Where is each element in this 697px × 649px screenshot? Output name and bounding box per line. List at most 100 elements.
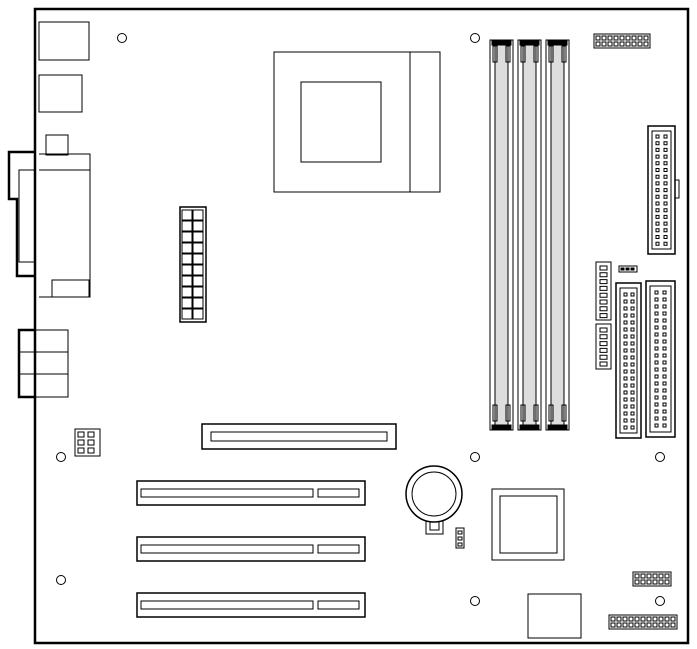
- dimm-latch-bottom: [492, 425, 511, 430]
- ide-pin: [631, 356, 634, 359]
- jumper-pin: [458, 543, 462, 546]
- ide-pin: [655, 389, 658, 392]
- ide2-pins: [624, 293, 634, 429]
- ide-pin: [655, 368, 658, 371]
- ide-pin: [655, 382, 658, 385]
- dimm-clip: [521, 46, 525, 62]
- header-pin: [626, 42, 630, 46]
- ide-pin: [631, 328, 634, 331]
- floppy-pin: [664, 215, 667, 218]
- atx-pin: [193, 298, 203, 308]
- cpu-socket: [274, 52, 440, 192]
- usb-header-outline: [75, 429, 100, 456]
- atx-pin: [182, 287, 192, 297]
- jumper-pin: [600, 280, 607, 284]
- ide-pin: [624, 349, 627, 352]
- board-outline: [35, 9, 688, 643]
- ide-pin: [631, 419, 634, 422]
- atx-pin: [182, 276, 192, 286]
- agp-slot-opening: [211, 432, 387, 441]
- ide-pin: [631, 405, 634, 408]
- dimm-clip: [493, 405, 497, 421]
- floppy-pin: [664, 236, 667, 239]
- ide-pin: [655, 291, 658, 294]
- atx-pin: [182, 232, 192, 242]
- header-pin: [653, 623, 657, 627]
- floppy-pin: [656, 202, 659, 205]
- floppy-pin: [656, 195, 659, 198]
- floppy-pin: [656, 135, 659, 138]
- floppy-pin: [664, 155, 667, 158]
- jumper-pin: [600, 307, 607, 311]
- pci-slot-outline: [137, 537, 365, 561]
- ide1-pins: [655, 291, 666, 427]
- ide-pin: [624, 293, 627, 296]
- ide-pin: [631, 398, 634, 401]
- header-pin: [632, 42, 636, 46]
- jumper-pin: [600, 266, 607, 270]
- usb-pin: [88, 448, 94, 453]
- jumper-3pin: [456, 528, 464, 548]
- ide-pin: [624, 321, 627, 324]
- ide-pin: [631, 314, 634, 317]
- atx-pin: [193, 287, 203, 297]
- pci-slot-short-section: [318, 489, 359, 497]
- dimm-slot-channel: [495, 44, 508, 426]
- ide-pin: [655, 375, 658, 378]
- jumper-headers: [596, 262, 637, 369]
- ide-pin: [624, 398, 627, 401]
- ide-pin: [631, 321, 634, 324]
- header-pin: [665, 574, 669, 578]
- floppy-pin: [656, 222, 659, 225]
- jumper-pin: [600, 355, 607, 359]
- header-outline: [609, 615, 677, 629]
- header-pin: [659, 617, 663, 621]
- header-pin: [659, 574, 663, 578]
- ide-pin: [663, 305, 666, 308]
- pci-slot: [137, 537, 365, 561]
- ide-pin: [663, 368, 666, 371]
- ide1-inner: [650, 286, 671, 432]
- dimm-latch-bottom: [548, 425, 567, 430]
- ide-pin: [631, 412, 634, 415]
- mounting-holes: [57, 34, 665, 606]
- header-pin: [617, 617, 621, 621]
- dimm-clip: [506, 46, 510, 62]
- clear-cmos-jumper: [456, 528, 464, 548]
- ide-pin: [624, 412, 627, 415]
- header-bottom-front-panel: [609, 615, 677, 629]
- io-bracket-inner: [19, 170, 35, 262]
- floppy-pin: [656, 209, 659, 212]
- floppy-pin: [664, 242, 667, 245]
- ide-pin: [631, 335, 634, 338]
- header-pin: [665, 617, 669, 621]
- ide-pin: [655, 361, 658, 364]
- ide-pin: [663, 403, 666, 406]
- ide-pin: [631, 300, 634, 303]
- header-pin: [602, 36, 606, 40]
- floppy-pin: [656, 229, 659, 232]
- ide-pin: [631, 391, 634, 394]
- header-pin: [647, 574, 651, 578]
- jumper-pins: [600, 266, 634, 366]
- floppy-pin: [664, 202, 667, 205]
- jumper-pin: [458, 531, 462, 534]
- floppy-pin: [664, 222, 667, 225]
- floppy-pin: [656, 142, 659, 145]
- ide-pin: [631, 377, 634, 380]
- ide-pin: [655, 424, 658, 427]
- jumper-pin: [600, 314, 607, 318]
- ide-pin: [624, 356, 627, 359]
- pci-slot: [137, 481, 365, 505]
- header-pin: [635, 623, 639, 627]
- usb-header-pins: [78, 432, 94, 453]
- ide-pin: [655, 340, 658, 343]
- mounting-hole: [118, 34, 127, 43]
- floppy-pin: [664, 142, 667, 145]
- header-pin: [644, 36, 648, 40]
- header-pin: [671, 623, 675, 627]
- jumper-header: [596, 324, 611, 369]
- ide-pin: [663, 424, 666, 427]
- header-bottom-small: [633, 572, 671, 586]
- atx-pin: [182, 254, 192, 264]
